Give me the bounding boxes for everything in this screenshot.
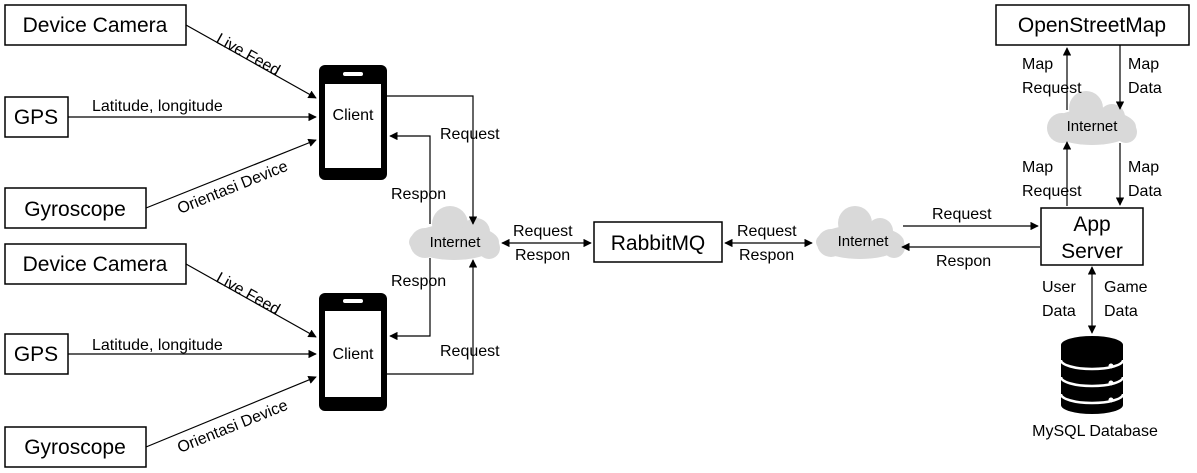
respon-label-left-link: Respon	[515, 247, 570, 264]
internet-label-map: Internet	[1067, 118, 1119, 135]
latlon-label-top: Latitude, longitude	[92, 98, 223, 115]
map-data-lower-line1: Map	[1128, 159, 1159, 176]
arrow-gyro-top	[145, 138, 317, 209]
mysql-database-label: MySQL Database	[1032, 423, 1158, 440]
client-phone-top: Client	[319, 65, 387, 180]
map-request-upper-line1: Map	[1022, 56, 1053, 73]
gps-label-top: GPS	[14, 106, 58, 129]
cloud-icon-left: Internet	[409, 206, 500, 260]
cloud-icon-map: Internet	[1047, 91, 1137, 145]
game-data-line2: Data	[1104, 303, 1138, 320]
respon-label-top: Respon	[391, 186, 446, 203]
arrow-request-top	[387, 95, 478, 225]
app-server-label-line2: Server	[1061, 240, 1123, 263]
game-data-line1: Game	[1104, 279, 1148, 296]
arrow-respon-bottom	[389, 258, 431, 341]
orientasi-label-bottom: Orientasi Device	[175, 397, 290, 457]
client-label-bottom: Client	[333, 346, 374, 363]
gyroscope-box-bottom: Gyroscope	[4, 426, 147, 468]
client-phone-bottom: Client	[319, 293, 387, 411]
user-data-line2: Data	[1042, 303, 1076, 320]
orientasi-label-top: Orientasi Device	[175, 158, 290, 218]
database-icon	[1059, 336, 1125, 414]
map-request-lower-line2: Request	[1022, 183, 1082, 200]
gps-box-bottom: GPS	[4, 333, 69, 375]
gyroscope-box-top: Gyroscope	[4, 187, 147, 229]
rabbitmq-label: RabbitMQ	[611, 232, 706, 255]
live-feed-label-bottom: Live Feed	[213, 270, 283, 319]
client-label-top: Client	[333, 107, 374, 124]
latlon-label-bottom: Latitude, longitude	[92, 337, 223, 354]
arrow-camera-bottom	[185, 263, 317, 338]
arrow-respon-top	[389, 131, 431, 224]
app-server-box: App Server	[1040, 207, 1144, 266]
device-camera-label-bottom: Device Camera	[23, 253, 168, 276]
gps-label-bottom: GPS	[14, 343, 58, 366]
device-camera-label-top: Device Camera	[23, 14, 168, 37]
internet-label-server: Internet	[838, 233, 890, 250]
live-feed-label-top: Live Feed	[213, 31, 283, 80]
gps-box-top: GPS	[4, 96, 69, 138]
cloud-icon-server: Internet	[816, 206, 905, 259]
respon-label-right-link: Respon	[739, 247, 794, 264]
request-label-bottom: Request	[440, 343, 500, 360]
rabbitmq-box: RabbitMQ	[593, 221, 723, 263]
map-request-upper-line2: Request	[1022, 80, 1082, 97]
openstreetmap-label: OpenStreetMap	[1018, 14, 1166, 37]
respon-label-bottom: Respon	[391, 273, 446, 290]
arrow-camera-top	[185, 24, 317, 99]
respon-label-server: Respon	[936, 253, 991, 270]
map-request-lower-line1: Map	[1022, 159, 1053, 176]
gyroscope-label-bottom: Gyroscope	[24, 436, 126, 459]
request-label-right-link: Request	[737, 223, 797, 240]
request-label-server: Request	[932, 206, 992, 223]
gyroscope-label-top: Gyroscope	[24, 198, 126, 221]
map-data-upper-line1: Map	[1128, 56, 1159, 73]
device-camera-box-bottom: Device Camera	[4, 243, 187, 285]
map-data-upper-line2: Data	[1128, 80, 1162, 97]
arrow-gyro-bottom	[145, 375, 317, 448]
device-camera-box-top: Device Camera	[4, 4, 187, 46]
user-data-line1: User	[1042, 279, 1076, 296]
request-label-left-link: Request	[513, 223, 573, 240]
request-label-top: Request	[440, 126, 500, 143]
internet-label-left: Internet	[430, 234, 482, 251]
arrow-request-bottom	[387, 259, 478, 375]
app-server-label-line1: App	[1073, 213, 1110, 236]
map-data-lower-line2: Data	[1128, 183, 1162, 200]
openstreetmap-box: OpenStreetMap	[995, 4, 1190, 46]
